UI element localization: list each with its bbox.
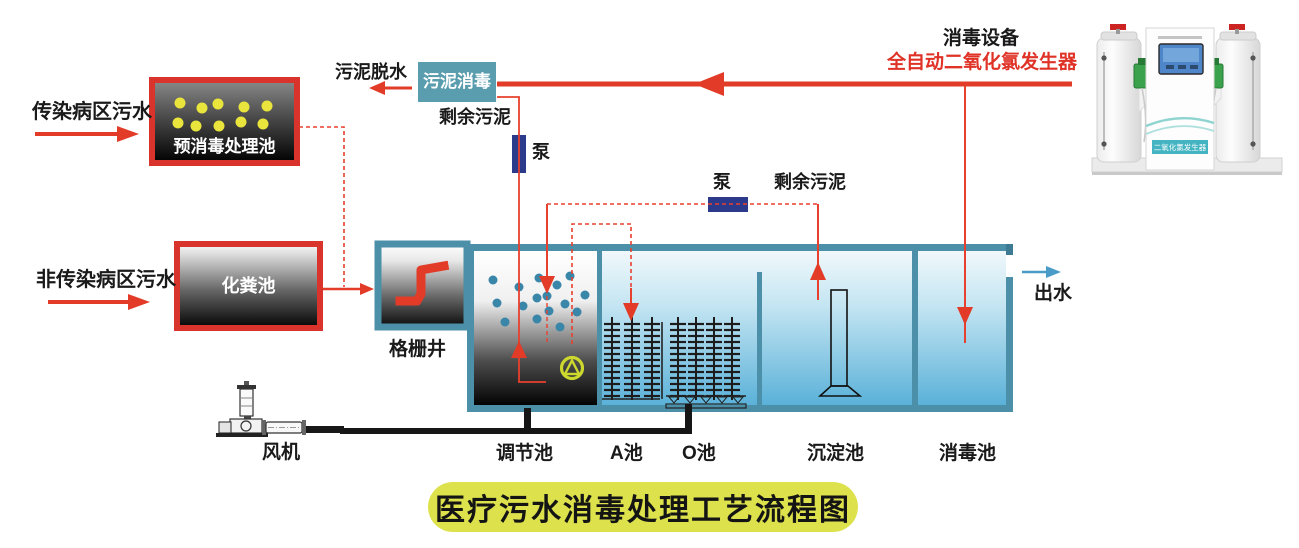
a-tank-label: A池 [610, 443, 643, 464]
chlorine-dots [172, 97, 273, 132]
bar-screen-icon [395, 260, 450, 306]
regulating-tank-interior [474, 251, 597, 407]
pre-disinfection-dashed-line [299, 126, 345, 287]
pre-disinfection-tank-label: 预消毒处理池 [173, 137, 276, 156]
pump-top-label: 泵 [532, 142, 550, 162]
regulating-tank-label: 调节池 [496, 443, 554, 464]
clarifier-center-tube [817, 289, 863, 397]
sludge-return-line [539, 203, 826, 343]
pump-return-label: 泵 [713, 172, 731, 192]
disinfection-tank-label: 消毒池 [939, 443, 997, 464]
sludge-disinfection-box [418, 62, 496, 102]
valve-icon [1229, 24, 1245, 30]
effluent-label: 出水 [1034, 283, 1073, 304]
aeration-diffuser [665, 395, 747, 409]
excess-sludge-return-label: 剩余污泥 [774, 172, 846, 192]
septic-tank-label: 化粪池 [221, 276, 276, 296]
excess-sludge-line-top [497, 96, 546, 383]
septic-tank-box [174, 241, 323, 331]
blower-label: 风机 [262, 442, 301, 463]
valve-icon [1110, 24, 1126, 30]
generator-dosing-line [497, 72, 1072, 96]
device-label-strip [1152, 140, 1208, 154]
disinfection-equipment-heading: 消毒设备 [943, 28, 1020, 49]
diagram-title-pill: 医疗污水消毒处理工艺流程图 [428, 482, 858, 532]
septic-to-gridwell-arrow [323, 283, 374, 295]
infectious-inflow-label: 传染病区污水 [32, 101, 152, 123]
infectious-inflow-arrow [35, 126, 139, 142]
o-tank-label: O池 [682, 443, 716, 464]
grid-well-label: 格栅井 [389, 339, 447, 360]
pre-disinfection-tank-box [149, 77, 300, 166]
sedimentation-tank-label: 沉淀池 [807, 443, 865, 464]
flow-lines [35, 72, 1072, 383]
device-label-text: 二氧化氯发生器 [1154, 142, 1207, 152]
a-tank-brushes [602, 315, 662, 402]
regulating-to-a-tank-line [571, 223, 639, 344]
submersible-pump-icon [559, 355, 585, 381]
non-infectious-inflow-label: 非传染病区污水 [36, 269, 176, 291]
grid-well-box [374, 240, 471, 331]
sludge-dewatering-label: 污泥脱水 [335, 62, 407, 82]
dosing-branch-disinfection-tank [957, 86, 973, 343]
excess-sludge-top-label: 剩余污泥 [439, 107, 511, 127]
effluent-arrow [1022, 266, 1061, 278]
blower-drawing [216, 381, 344, 437]
outlet-wall [1006, 277, 1013, 412]
pump-rect-return [708, 197, 748, 212]
sludge-dewatering-arrow [369, 81, 412, 95]
generator-name-label: 全自动二氧化氯发生器 [887, 52, 1078, 73]
main-tank [467, 244, 1013, 412]
sludge-disinfection-label: 污泥消毒 [423, 72, 491, 91]
diagram-title: 医疗污水消毒处理工艺流程图 [435, 494, 851, 527]
chlorine-dioxide-generator-image: 二氧化氯发生器 [1091, 24, 1283, 175]
air-pipe [340, 404, 692, 434]
non-infectious-inflow-arrow [48, 294, 150, 310]
